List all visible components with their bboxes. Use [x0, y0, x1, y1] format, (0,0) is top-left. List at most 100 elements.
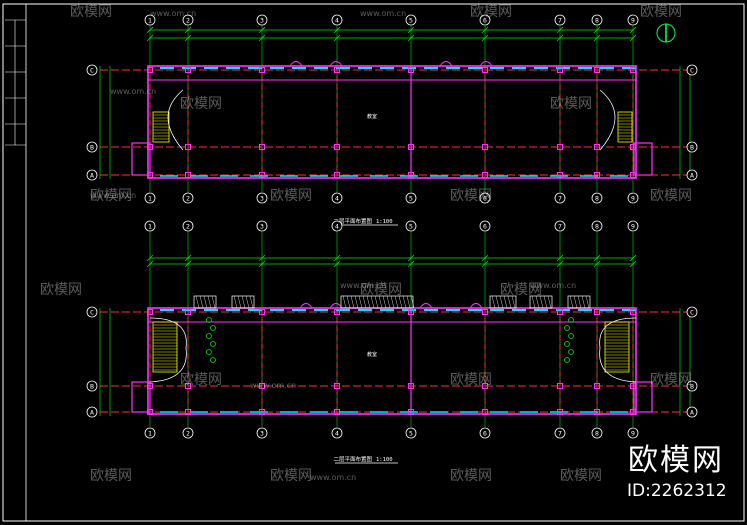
dimension-tick: [146, 34, 154, 42]
fixture-hatch: [378, 295, 383, 309]
plan-scale: 1:100: [376, 457, 393, 463]
grid-number: 4: [335, 16, 339, 24]
toilet-fixture: [210, 341, 216, 347]
grid-number: 8: [595, 16, 599, 24]
grid-number: 4: [335, 222, 339, 230]
column: [630, 383, 636, 389]
fixture-hatch: [249, 295, 254, 309]
grid-number: 2: [186, 222, 190, 230]
column: [147, 409, 153, 415]
column: [594, 309, 600, 315]
column: [594, 144, 600, 150]
row-bubble: [686, 306, 698, 318]
fixture: [231, 295, 255, 309]
watermark-brand: 欧模网: [450, 188, 492, 204]
north-arrow-icon: [656, 23, 676, 43]
door-swing: [329, 61, 343, 67]
grid-number: 9: [631, 222, 635, 230]
column: [557, 67, 563, 73]
grid-number: 3: [260, 16, 264, 24]
row-bubble: [686, 406, 698, 418]
dimension-tick: [184, 26, 192, 34]
column: [630, 144, 636, 150]
grid-bubble: [182, 427, 194, 439]
row-bubble: [686, 64, 698, 76]
grid-bubble: [405, 427, 417, 439]
watermark-brand: 欧模网: [360, 282, 402, 298]
grid-number: 9: [631, 194, 635, 202]
grid-number: 8: [595, 429, 599, 437]
grid-number: 6: [483, 222, 487, 230]
grid-number: 9: [631, 16, 635, 24]
grid-number: 2: [186, 194, 190, 202]
column: [594, 383, 600, 389]
door-swing: [479, 61, 493, 67]
fixture-hatch: [237, 295, 242, 309]
grid-bubble: [331, 220, 343, 232]
fixture-hatch: [342, 295, 347, 309]
left-annex-wall: [131, 381, 151, 413]
fixture-hatch: [511, 295, 516, 309]
column: [334, 172, 340, 178]
dimension-tick: [593, 254, 601, 262]
column: [408, 309, 414, 315]
right-annex-wall: [633, 142, 653, 176]
column: [630, 309, 636, 315]
grid-bubble: [144, 192, 156, 204]
dimension-tick: [407, 34, 415, 42]
dimension-tick: [629, 254, 637, 262]
fixture: [567, 295, 591, 309]
dimension-tick: [556, 254, 564, 262]
fixture-hatch: [507, 295, 512, 309]
grid-number: 4: [335, 429, 339, 437]
column: [334, 67, 340, 73]
watermark-brand: 欧模网: [550, 96, 592, 112]
dimension-tick: [333, 260, 341, 268]
fixture-hatch: [569, 295, 574, 309]
row-letter: B: [690, 382, 694, 390]
fixture: [529, 295, 553, 309]
fixture-hatch: [402, 295, 407, 309]
watermark-brand: 欧模网: [470, 4, 512, 20]
dimension-tick: [556, 260, 564, 268]
ramp-outline: [599, 317, 637, 383]
column: [147, 67, 153, 73]
grid-number: 1: [148, 194, 152, 202]
watermark-brand: 欧模网: [650, 188, 692, 204]
row-letter: A: [690, 408, 694, 416]
grid-bubble: [479, 427, 491, 439]
fixture-hatch: [585, 295, 590, 309]
grid-bubble: [479, 14, 491, 26]
grid-bubble: [554, 220, 566, 232]
watermark-site: www.om.cn: [90, 191, 136, 200]
fixture-hatch: [207, 295, 212, 309]
dimension-tick: [258, 260, 266, 268]
dimension-tick: [333, 34, 341, 42]
row-letter: B: [690, 143, 694, 151]
watermark-brand: 欧模网: [40, 282, 82, 298]
column: [185, 309, 191, 315]
grid-number: 1: [148, 222, 152, 230]
grid-bubble: [554, 14, 566, 26]
dimension-tick: [593, 26, 601, 34]
row-letter: A: [90, 408, 94, 416]
fixture-hatch: [358, 295, 363, 309]
fixture-hatch: [366, 295, 371, 309]
fixture-hatch: [362, 295, 367, 309]
stair: [604, 321, 630, 373]
fixture-hatch: [346, 295, 351, 309]
column: [147, 144, 153, 150]
column: [557, 383, 563, 389]
dimension-tick: [481, 254, 489, 262]
fixture-hatch: [539, 295, 544, 309]
fixture-hatch: [581, 295, 586, 309]
fixture-hatch: [386, 295, 391, 309]
grid-bubble: [591, 220, 603, 232]
row-letter: C: [690, 66, 694, 74]
watermark-site: www.om.cn: [340, 281, 386, 290]
left-annex-wall: [131, 142, 151, 176]
row-bubble: [686, 169, 698, 181]
fixture-hatch: [573, 295, 578, 309]
column: [482, 144, 488, 150]
row-bubble: [86, 169, 98, 181]
